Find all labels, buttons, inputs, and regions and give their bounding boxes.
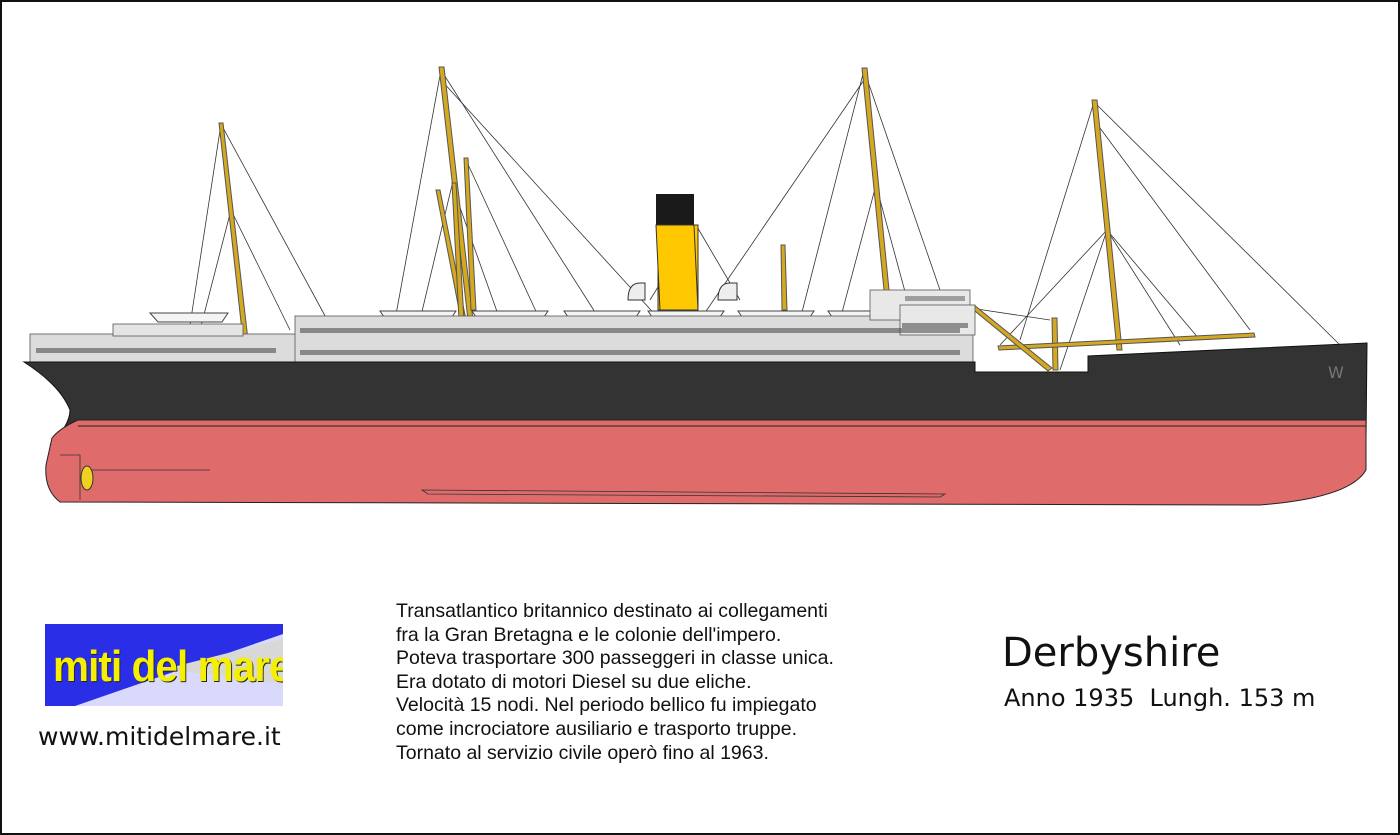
ship-illustration: W [22, 66, 1368, 506]
description-line: Velocità 15 nodi. Nel periodo bellico fu… [396, 694, 817, 717]
description-line: Era dotato di motori Diesel su due elich… [396, 670, 752, 693]
ship-specs: Anno 1935 Lungh. 153 m [1004, 684, 1316, 712]
ship-name: Derbyshire [1002, 630, 1221, 676]
superstructure [29, 289, 976, 379]
logo-text: miti del mare [53, 642, 283, 691]
website-url[interactable]: www.mitidelmare.it [38, 722, 281, 751]
description-line: Poteva trasportare 300 passeggeri in cla… [396, 647, 834, 670]
funnel [627, 194, 738, 311]
logo-wing-graphic [75, 634, 283, 706]
svg-text:W: W [1328, 363, 1344, 382]
ship-description: Transatlantico britannico destinato ai c… [396, 600, 956, 765]
description-line: Tornato al servizio civile operò fino al… [396, 741, 769, 764]
description-line: come incrociatore ausiliario e trasporto… [396, 717, 798, 740]
hull: W [22, 342, 1368, 506]
description-line: Transatlantico britannico destinato ai c… [396, 600, 828, 622]
windows [36, 296, 968, 355]
rigging-lines [189, 69, 1341, 371]
description-line: fra la Gran Bretagna e le colonie dell'i… [396, 623, 782, 646]
miti-del-mare-logo: miti del mare [45, 624, 283, 706]
